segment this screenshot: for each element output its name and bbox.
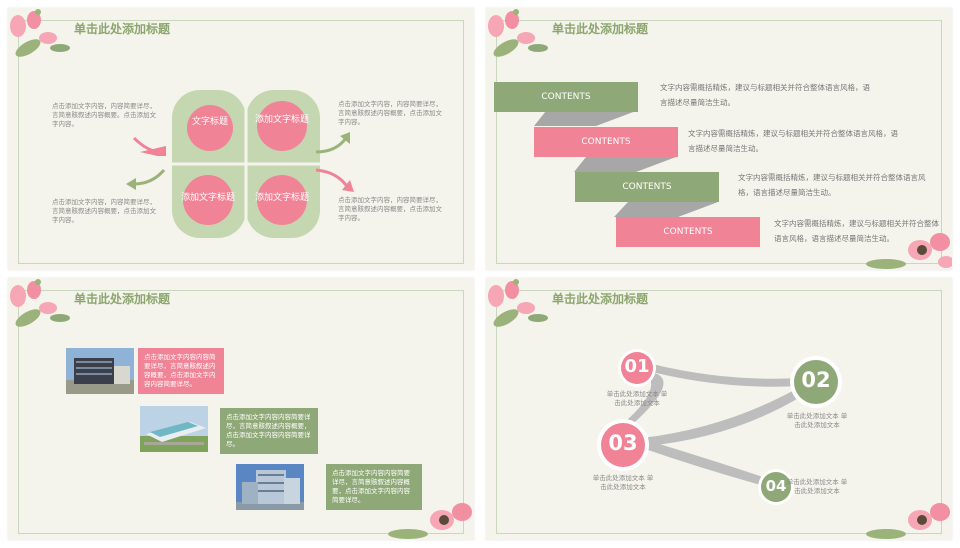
building-photo	[140, 406, 208, 452]
slide-frame	[18, 290, 464, 534]
body-text[interactable]: 文字内容需概括精炼，建议与标题相关并符合整体语言风格，语言描述尽量简洁生动。	[688, 129, 898, 153]
contents-band-2[interactable]: CONTENTS	[534, 127, 678, 157]
body-text[interactable]: 点击添加文字内容，内容简要详尽，言简意赅叙述内容概要。点击添加文字内容。	[52, 102, 156, 128]
step-number-1: 01	[624, 356, 650, 377]
flower-decoration-top-left	[10, 9, 70, 57]
petal-label-1: 文字标题	[191, 117, 228, 127]
clover-diagram	[170, 88, 322, 240]
body-text[interactable]: 文字内容需概括精炼，建议与标题相关并符合整体语言风格，语言描述尽量简洁生动。	[660, 83, 870, 107]
petal-label-3: 添加文字标题	[180, 193, 235, 203]
body-text[interactable]: 点击添加文字内容，内容简要详尽，言简意赅叙述内容概要，点击添加文字内容。	[52, 198, 156, 224]
step-caption-2[interactable]: 单击此处添加文本 单击此处添加文本	[786, 412, 848, 429]
slide-4[interactable]: 单击此处添加标题 01 02 03 04 单击此处添加文本 单击此处添加文本 单…	[486, 278, 952, 540]
body-text[interactable]: 点击添加文字内容，内容简要详尽，言简意赅叙述内容概要，点击添加文字内容。	[338, 100, 442, 126]
step-caption-4[interactable]: 单击此处添加文本 单击此处添加文本	[786, 478, 848, 495]
body-text[interactable]: 文字内容需概括精炼，建议与标题相关并符合整体语言风格，语言描述尽量简洁生动。	[774, 219, 939, 243]
arrow-icon	[132, 136, 167, 156]
petal-label-4: 添加文字标题	[254, 193, 309, 203]
text-box[interactable]: 点击添加文字内容内容简要详尽，言简意赅叙述内容概要，点击添加文字内容内容简要详尽…	[220, 408, 318, 454]
flower-decoration-top-left	[10, 279, 70, 327]
slide-frame	[496, 20, 942, 264]
petal-label-2: 添加文字标题	[254, 115, 309, 125]
slide-frame	[496, 290, 942, 534]
step-number-3: 03	[608, 431, 638, 455]
arrow-icon	[315, 132, 350, 154]
text-box[interactable]: 点击添加文字内容内容简要详尽，言简意赅叙述内容概要，点击添加文字内容内容简要详尽…	[138, 348, 224, 394]
slide-3[interactable]: 单击此处添加标题 点击添加文字内容内容简要详尽，言简意赅叙述内容概要，点击添加文…	[8, 278, 474, 540]
slide-2[interactable]: 单击此处添加标题 CONTENTS CONTENTS CONTENTS CONT…	[486, 8, 952, 270]
text-box[interactable]: 点击添加文字内容内容简要详尽，言简意赅叙述内容概要，点击添加文字内容内容简要详尽…	[326, 464, 422, 510]
slide-frame	[18, 20, 464, 264]
slide-title[interactable]: 单击此处添加标题	[552, 22, 649, 36]
step-caption-1[interactable]: 单击此处添加文本 单击此处添加文本	[606, 390, 668, 407]
step-number-4: 04	[765, 477, 787, 495]
slide-title[interactable]: 单击此处添加标题	[552, 292, 649, 306]
arrow-icon	[126, 168, 166, 190]
flower-decoration-bottom-right	[388, 503, 472, 539]
slide-title[interactable]: 单击此处添加标题	[74, 292, 171, 306]
flower-decoration-top-left	[488, 9, 548, 57]
flower-decoration-bottom-right	[866, 503, 950, 539]
contents-band-1[interactable]: CONTENTS	[494, 82, 638, 112]
connector-diagram	[597, 349, 842, 505]
slide-1[interactable]: 单击此处添加标题 文字标题 添加文字标题 添加文字标题 添加文字标题 点击添加文…	[8, 8, 474, 270]
flower-decoration-top-left	[488, 279, 548, 327]
body-text[interactable]: 文字内容需概括精炼，建议与标题相关并符合整体语言风格，语言描述尽量简洁生动。	[738, 173, 926, 197]
contents-band-4[interactable]: CONTENTS	[616, 217, 760, 247]
contents-band-3[interactable]: CONTENTS	[575, 172, 719, 202]
body-text[interactable]: 点击添加文字内容，内容简要详尽，言简意赅叙述内容概要，点击添加文字内容。	[338, 196, 442, 222]
ribbon-connector	[534, 111, 718, 217]
building-photo	[236, 464, 304, 510]
slide-title[interactable]: 单击此处添加标题	[74, 22, 171, 36]
step-number-2: 02	[801, 368, 831, 392]
building-photo	[66, 348, 134, 394]
arrow-icon	[315, 168, 354, 192]
step-caption-3[interactable]: 单击此处添加文本 单击此处添加文本	[592, 474, 654, 491]
flower-decoration-bottom-right	[866, 233, 952, 269]
